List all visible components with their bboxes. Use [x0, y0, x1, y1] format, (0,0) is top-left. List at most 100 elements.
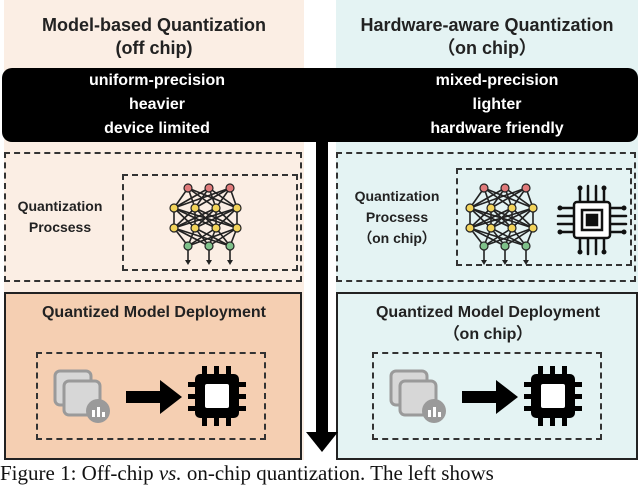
right-title-line2: （on chip） [437, 38, 537, 58]
nn-edge [173, 187, 210, 209]
properties-banner: uniform-precision heavier device limited… [2, 68, 638, 142]
left-properties: uniform-precision heavier device limited [32, 69, 282, 141]
left-process-label-line2: Procsess [28, 219, 92, 235]
nn-node [507, 223, 517, 233]
nn-node [183, 241, 193, 251]
right-title-line1: Hardware-aware Quantization [360, 15, 614, 35]
nn-node [479, 241, 489, 251]
nn-node [183, 183, 193, 193]
circuit-chip-icon [554, 182, 630, 258]
nn-node [169, 223, 179, 233]
nn-edge [490, 207, 534, 229]
nn-edge [469, 187, 527, 209]
nn-edge [469, 207, 513, 229]
nn-node [500, 183, 510, 193]
nn-edge [173, 207, 196, 229]
left-process-label: Quantization Procsess [6, 196, 114, 238]
nn-node [507, 203, 517, 213]
nn-edge [490, 187, 527, 209]
right-deployment-box [336, 292, 638, 460]
chip-icon-left [188, 366, 246, 426]
nn-node [204, 241, 214, 251]
nn-edge [208, 227, 238, 247]
right-process-inner-box [456, 168, 632, 266]
left-process-box [4, 152, 302, 282]
nn-node [169, 203, 179, 213]
nn-node [225, 183, 235, 193]
neural-network-icon-right [460, 180, 550, 266]
nn-edge [511, 207, 534, 229]
right-deployment-title-line2: （on chip） [443, 326, 533, 343]
nn-node [190, 203, 200, 213]
nn-node [211, 203, 221, 213]
caption-suffix: on-chip quantization. The left shows [181, 461, 494, 485]
arrow-right-icon-left [126, 380, 182, 414]
right-property-2: lighter [472, 96, 522, 113]
nn-node [232, 223, 242, 233]
nn-output-arrowhead [481, 260, 487, 265]
nn-node [521, 183, 531, 193]
left-property-3: device limited [104, 120, 210, 137]
nn-node [225, 241, 235, 251]
neural-network-icon-left [164, 180, 254, 266]
left-column-title: Model-based Quantization (off chip) [4, 14, 304, 60]
nn-node [204, 183, 214, 193]
right-column-title: Hardware-aware Quantization （on chip） [336, 14, 638, 60]
nn-node [465, 203, 475, 213]
right-process-label-line1: Quantization [354, 188, 440, 204]
right-properties: mixed-precision lighter hardware friendl… [362, 69, 632, 141]
nn-node [211, 223, 221, 233]
nn-edge [483, 227, 513, 247]
arrow-right-icon-right [462, 380, 518, 414]
nn-edge [194, 207, 238, 229]
nn-edge [483, 227, 534, 247]
nn-edge [187, 227, 238, 247]
nn-output-arrowhead [185, 260, 191, 265]
nn-edge [173, 187, 231, 209]
right-deployment-inner-box [372, 352, 602, 440]
right-property-3: hardware friendly [430, 120, 564, 137]
nn-node [528, 223, 538, 233]
model-icon-right [388, 368, 450, 426]
nn-output-arrowhead [502, 260, 508, 265]
nn-edge [173, 207, 217, 229]
left-title-line1: Model-based Quantization [41, 15, 266, 35]
nn-edge [215, 207, 238, 229]
nn-node [465, 223, 475, 233]
right-property-1: mixed-precision [435, 72, 559, 89]
nn-edge [469, 207, 534, 229]
right-process-label-line3: （on chip） [358, 230, 436, 246]
nn-node [190, 223, 200, 233]
nn-node [486, 223, 496, 233]
figure-caption: Figure 1: Off-chip vs. on-chip quantizat… [0, 460, 640, 487]
chip-icon-right [524, 366, 582, 426]
nn-edge [469, 187, 506, 209]
nn-node [521, 241, 531, 251]
left-deployment-title: Quantized Model Deployment [41, 304, 266, 321]
nn-node [486, 203, 496, 213]
right-deployment-title-line1: Quantized Model Deployment [375, 304, 600, 321]
model-icon-left [52, 368, 114, 426]
nn-edge [194, 187, 231, 209]
left-process-label-line1: Quantization [17, 198, 103, 214]
nn-edge [173, 207, 238, 229]
right-process-label-line2: Procsess [365, 209, 429, 225]
left-property-2: heavier [128, 96, 186, 113]
left-property-1: uniform-precision [88, 72, 225, 89]
nn-output-arrowhead [227, 260, 233, 265]
nn-node [528, 203, 538, 213]
caption-emphasis: vs. [158, 461, 182, 485]
center-arrow-shaft [316, 140, 328, 440]
nn-edge [187, 227, 217, 247]
left-title-line2: (off chip) [115, 38, 193, 58]
right-deployment-title: Quantized Model Deployment （on chip） [338, 302, 638, 346]
center-arrow-down-icon [306, 432, 338, 452]
nn-node [500, 241, 510, 251]
caption-prefix: Figure 1: Off-chip [0, 461, 159, 485]
left-deployment-inner-box [36, 352, 266, 440]
nn-node [479, 183, 489, 193]
nn-node [232, 203, 242, 213]
right-process-label: Quantization Procsess （on chip） [338, 186, 456, 249]
nn-edge [469, 207, 492, 229]
nn-output-arrowhead [523, 260, 529, 265]
